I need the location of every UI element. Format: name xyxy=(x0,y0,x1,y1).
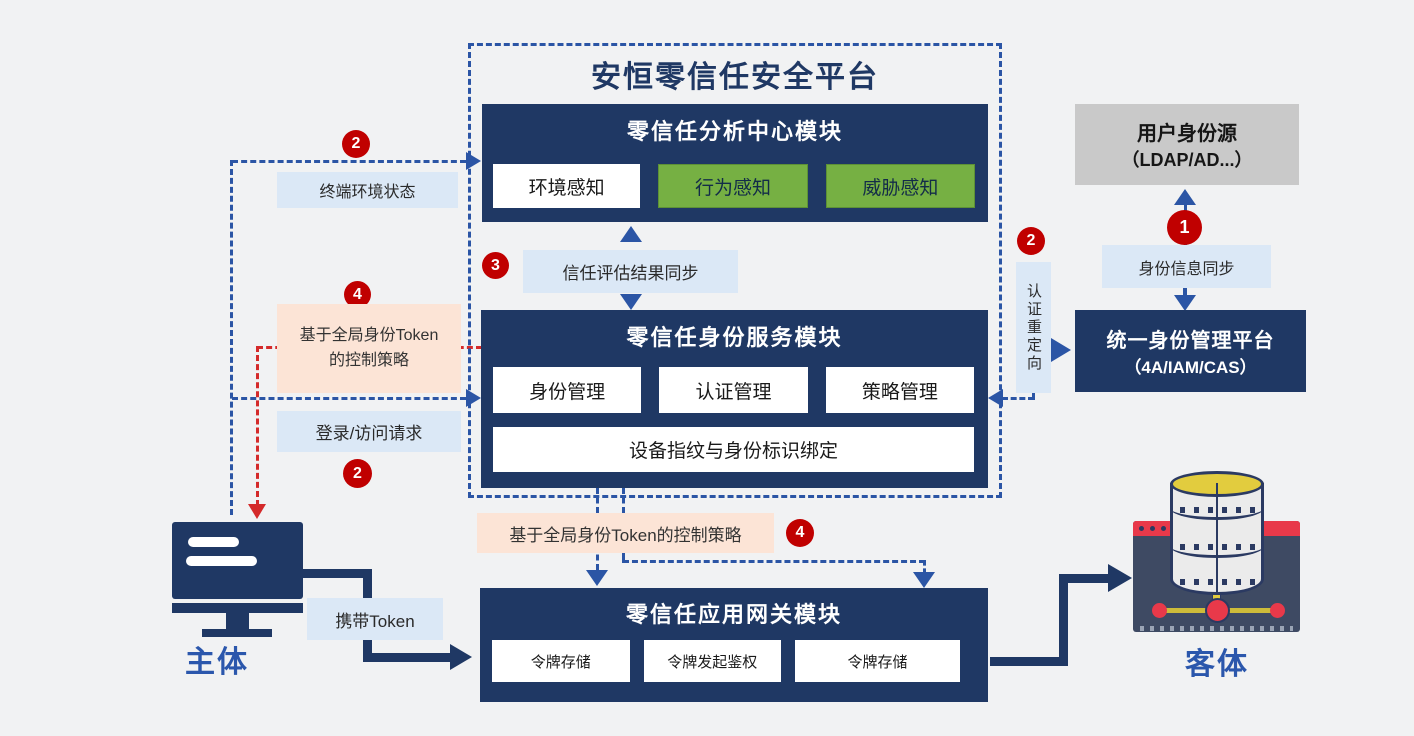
user-source-sub: （LDAP/AD...） xyxy=(1121,150,1253,170)
badge-step2-right: 2 xyxy=(1017,227,1045,255)
object-connector-arrowhead-icon xyxy=(1108,564,1132,592)
unified-idm-sub: （4A/IAM/CAS） xyxy=(1124,358,1257,377)
subject-connector-h2 xyxy=(372,653,452,662)
carry-token-label: 携带Token xyxy=(307,598,443,640)
policy-down-line2a xyxy=(622,488,625,513)
cell-device-fingerprint-binding: 设备指纹与身份标识绑定 xyxy=(493,427,974,472)
subject-left-line xyxy=(230,160,233,515)
monitor-base-bar xyxy=(172,603,303,613)
trust-sync-down-arrowhead-icon xyxy=(620,294,642,310)
cell-threat-perception: 威胁感知 xyxy=(825,164,975,208)
monitor-line2 xyxy=(186,556,257,566)
auth-redirect-arrow-right-icon xyxy=(1051,338,1071,362)
analysis-module: 零信任分析中心模块 环境感知 行为感知 威胁感知 xyxy=(482,104,988,222)
terminal-env-label: 终端环境状态 xyxy=(277,172,458,208)
monitor-stand-base xyxy=(202,629,272,637)
cylinder-dots-row2 xyxy=(1180,544,1256,550)
cell-behavior-perception: 行为感知 xyxy=(658,164,808,208)
cell-token-store-2: 令牌存储 xyxy=(795,640,960,682)
policy-red-arrowhead-icon xyxy=(248,504,266,519)
analysis-module-title: 零信任分析中心模块 xyxy=(626,119,843,144)
policy-red-line-v xyxy=(256,346,259,506)
gateway-arrowhead2-icon xyxy=(913,572,935,588)
window-dot3 xyxy=(1161,526,1166,531)
platform-frame xyxy=(468,43,1002,498)
window-dot2 xyxy=(1150,526,1155,531)
cell-token-store-1: 令牌存储 xyxy=(492,640,630,682)
unified-idm-title: 统一身份管理平台 xyxy=(1106,330,1275,352)
monitor-line1 xyxy=(188,537,239,547)
id-sync-label: 身份信息同步 xyxy=(1102,245,1271,288)
gateway-module: 零信任应用网关模块 令牌存储 令牌发起鉴权 令牌存储 xyxy=(480,588,988,702)
id-sync-down-stub xyxy=(1183,288,1187,296)
cylinder-center-line xyxy=(1216,483,1218,595)
token-policy-bottom-label: 基于全局身份Token的控制策略 xyxy=(477,513,774,553)
token-policy-left-label: 基于全局身份Token的控制策略 xyxy=(277,304,461,393)
object-connector-h2 xyxy=(1068,574,1110,583)
cell-identity-mgmt: 身份管理 xyxy=(493,367,642,413)
user-source-box: 用户身份源 （LDAP/AD...） xyxy=(1075,104,1299,185)
node-center-icon xyxy=(1205,598,1230,623)
policy-right-line xyxy=(623,560,925,563)
auth-redirect-return-line xyxy=(1002,397,1034,400)
cell-policy-mgmt: 策略管理 xyxy=(825,367,974,413)
auth-redirect-label: 认证重定向 xyxy=(1016,262,1051,393)
analysis-cells: 环境感知 行为感知 威胁感知 xyxy=(493,164,975,208)
subject-connector-arrowhead-icon xyxy=(450,644,472,670)
node-left-icon xyxy=(1152,603,1167,618)
terminal-env-line xyxy=(232,160,466,163)
window-dashes xyxy=(1140,626,1293,631)
login-request-label: 登录/访问请求 xyxy=(277,411,461,452)
badge-step4-left: 4 xyxy=(344,281,371,308)
platform-title: 安恒零信任安全平台 xyxy=(591,61,879,94)
identity-cells: 身份管理 认证管理 策略管理 xyxy=(493,367,974,413)
badge-step4-bottom: 4 xyxy=(786,519,814,547)
cell-auth-mgmt: 认证管理 xyxy=(659,367,808,413)
login-request-line xyxy=(232,397,466,400)
gateway-module-title: 零信任应用网关模块 xyxy=(625,602,842,627)
badge-step1: 1 xyxy=(1167,210,1202,245)
gateway-arrowhead1-icon xyxy=(586,570,608,586)
cell-token-authz: 令牌发起鉴权 xyxy=(643,640,781,682)
trust-sync-up-arrowhead-icon xyxy=(620,226,642,242)
cylinder-dots-row1 xyxy=(1180,507,1256,513)
gateway-cells: 令牌存储 令牌发起鉴权 令牌存储 xyxy=(492,640,960,682)
auth-redirect-stub xyxy=(1032,392,1035,400)
identity-module: 零信任身份服务模块 身份管理 认证管理 策略管理 设备指纹与身份标识绑定 xyxy=(481,310,988,488)
object-connector-h1 xyxy=(990,657,1068,666)
node-right-icon xyxy=(1270,603,1285,618)
monitor-stand-neck xyxy=(226,613,249,631)
window-dot1 xyxy=(1139,526,1144,531)
object-label: 客体 xyxy=(1185,648,1249,681)
badge-step2-middle: 2 xyxy=(343,459,372,488)
subject-label: 主体 xyxy=(185,646,249,679)
policy-down-line2b xyxy=(622,553,625,563)
badge-step3: 3 xyxy=(482,252,509,279)
user-source-title: 用户身份源 xyxy=(1137,123,1237,145)
id-sync-up-arrowhead-icon xyxy=(1174,189,1196,205)
subject-connector-h1 xyxy=(303,569,372,578)
cylinder-dots-row3 xyxy=(1180,579,1256,585)
id-sync-down-arrowhead-icon xyxy=(1174,295,1196,311)
policy-down-line2c xyxy=(923,560,926,574)
unified-idm-box: 统一身份管理平台 （4A/IAM/CAS） xyxy=(1075,310,1306,392)
trust-sync-label: 信任评估结果同步 xyxy=(523,250,738,293)
object-connector-v xyxy=(1059,574,1068,666)
badge-step2-top: 2 xyxy=(342,130,370,158)
cell-env-perception: 环境感知 xyxy=(493,164,641,208)
identity-module-title: 零信任身份服务模块 xyxy=(626,325,843,350)
